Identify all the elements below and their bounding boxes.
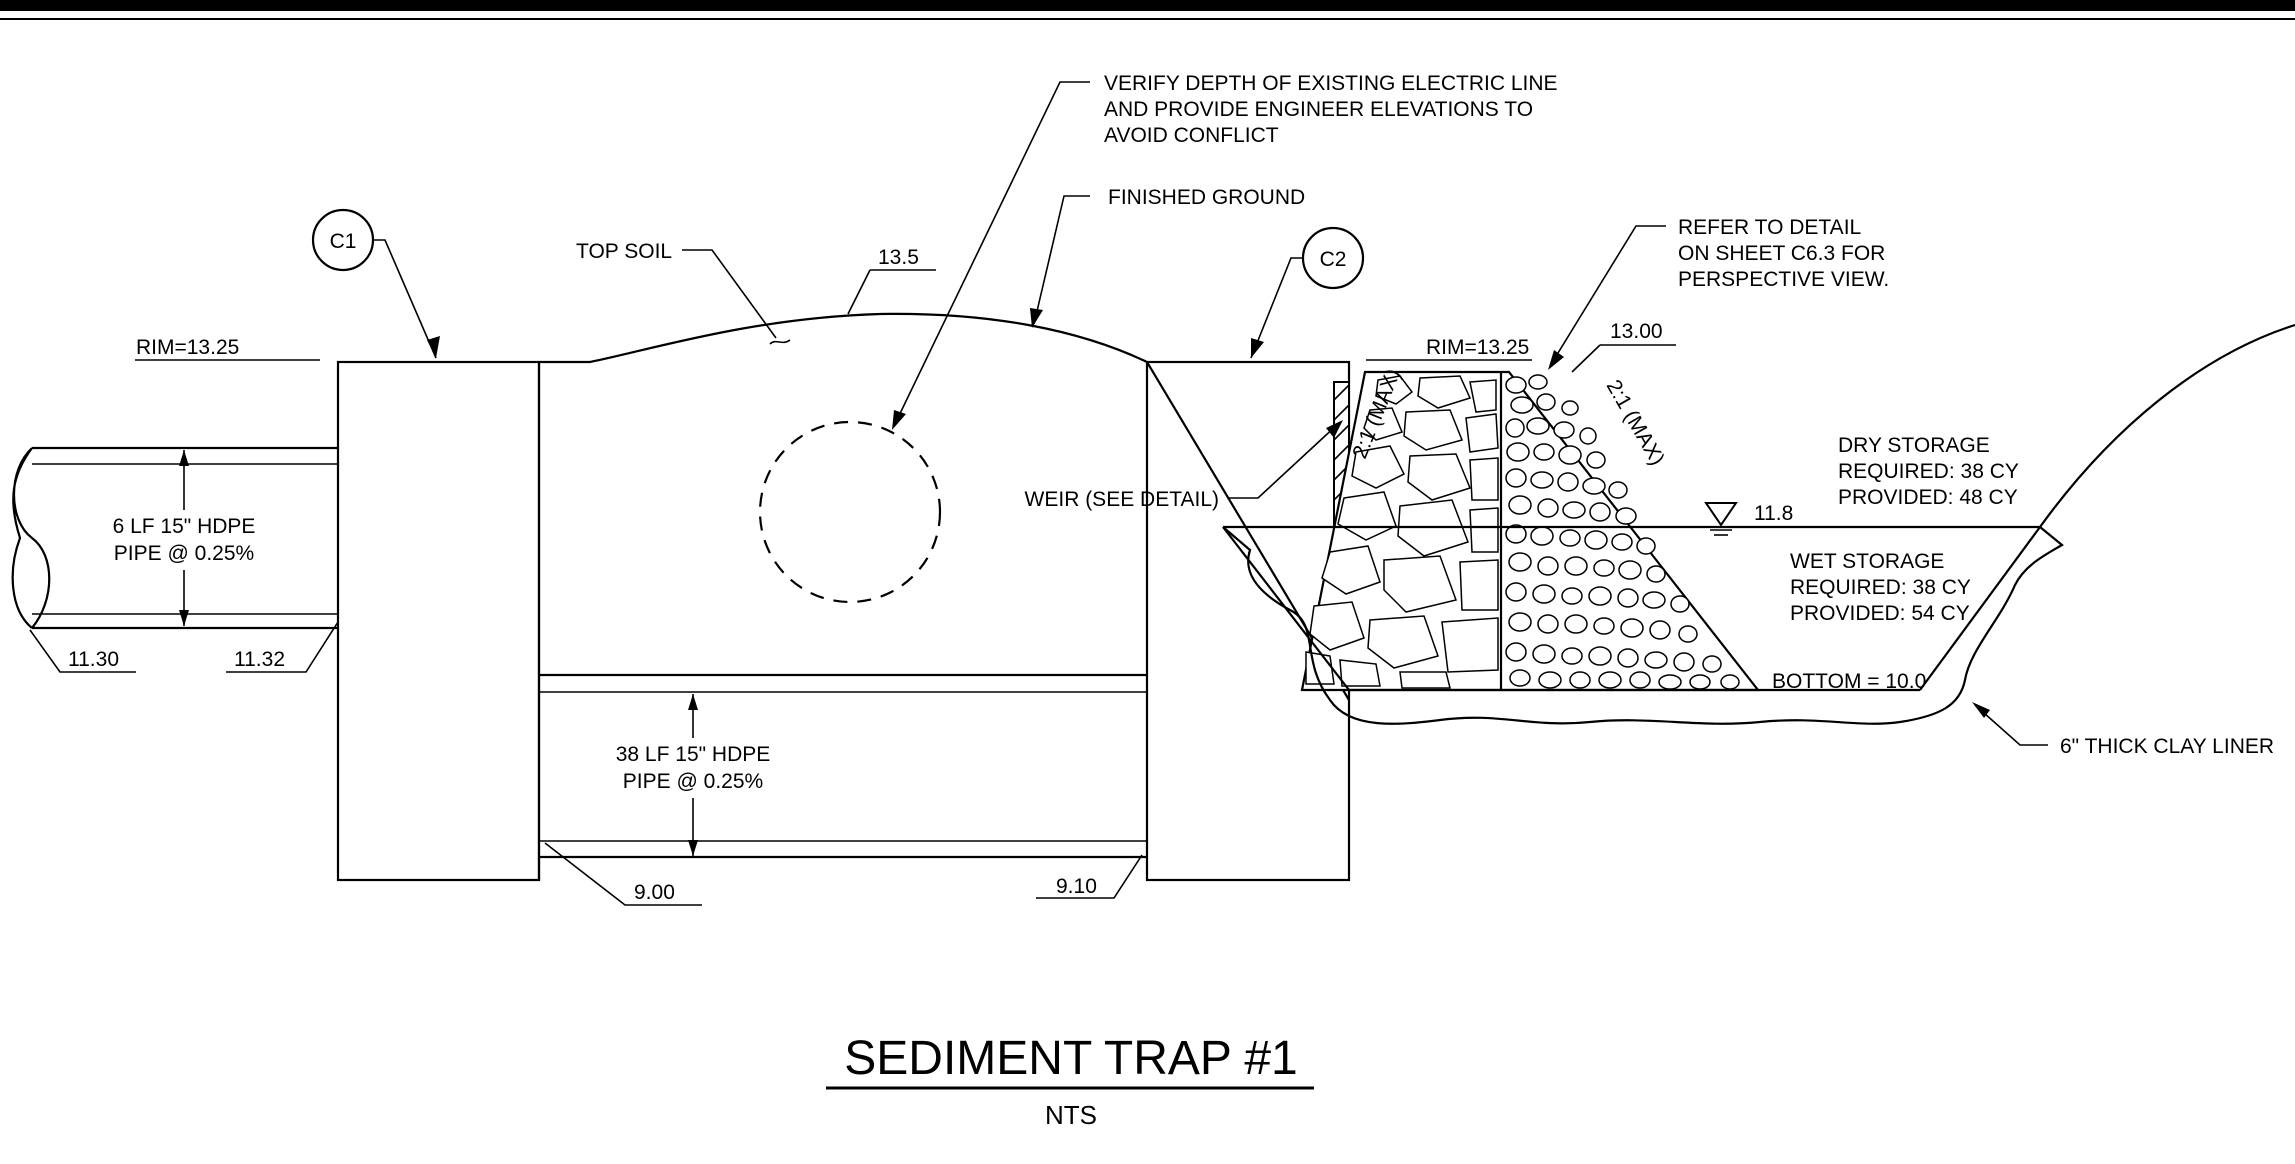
drawing-title: SEDIMENT TRAP #1 (844, 1032, 1298, 1085)
sheet-border-top (0, 0, 2295, 11)
callout-c1-label: C1 (330, 230, 357, 253)
wet-storage-1: WET STORAGE (1790, 550, 1944, 573)
hatch (1333, 424, 1350, 441)
pipe-main-label-1: 38 LF 15" HDPE (616, 743, 771, 766)
liner-leader (1974, 704, 2048, 746)
refer-note-2: ON SHEET C6.3 FOR (1678, 242, 1885, 265)
arrowhead (1326, 420, 1343, 438)
structure-c1 (336, 360, 541, 882)
rim-left-label: RIM=13.25 (136, 336, 239, 359)
arrowhead (1251, 338, 1264, 358)
finished-ground-label: FINISHED GROUND (1108, 186, 1305, 209)
arrowhead (688, 694, 698, 710)
wet-storage-3: PROVIDED: 54 CY (1790, 602, 1970, 625)
clay-liner (1222, 526, 2064, 725)
refer-note-1: REFER TO DETAIL (1678, 216, 1861, 239)
electric-note-2: AND PROVIDE ENGINEER ELEVATIONS TO (1104, 98, 1533, 121)
berm-top-elev: 13.00 (1610, 320, 1663, 343)
arrowhead (1030, 308, 1043, 328)
arrowhead (688, 840, 698, 856)
dry-storage-2: REQUIRED: 38 CY (1838, 460, 2019, 483)
ground-elev-leader (847, 269, 871, 315)
hatch (1333, 404, 1350, 421)
arrowhead (1972, 702, 1990, 718)
weir-leader (1228, 423, 1339, 499)
pipe-main-label-2: PIPE @ 0.25% (623, 770, 763, 793)
hatch (1333, 384, 1350, 401)
electric-note-leader (893, 81, 1090, 427)
electric-note-3: AVOID CONFLICT (1104, 124, 1279, 147)
arrowhead (892, 410, 906, 430)
finished-ground-curve (539, 312, 1148, 364)
weir-label: WEIR (SEE DETAIL) (1025, 488, 1219, 511)
water-level-symbol (1704, 502, 1738, 527)
berm-top-leader (1571, 344, 1601, 373)
basin-right-side (1919, 526, 2041, 691)
arrowhead (179, 610, 189, 626)
dry-storage-3: PROVIDED: 48 CY (1838, 486, 2018, 509)
invert-main-right: 9.10 (1056, 875, 1097, 898)
callout-c1-leader (373, 239, 437, 359)
arrowhead (1548, 350, 1564, 370)
inlet-pipe-break (11, 447, 51, 629)
arrowhead (179, 450, 189, 466)
pipe-in-label-1: 6 LF 15" HDPE (113, 515, 256, 538)
drawing-scale: NTS (1045, 1100, 1097, 1130)
callout-c2-label: C2 (1320, 248, 1347, 271)
top-soil-label: TOP SOIL (576, 240, 672, 263)
rim-right-label: RIM=13.25 (1426, 336, 1529, 359)
main-invert-left-leader (544, 842, 702, 906)
ground-elevation: 13.5 (878, 246, 919, 269)
callout-c2-leader (1250, 257, 1303, 359)
top-soil-leader (682, 249, 777, 339)
pipe-in-label-2: PIPE @ 0.25% (114, 542, 254, 565)
riprap-small (1505, 374, 1740, 690)
slope-right-label: 2:1 (MAX) (1602, 376, 1669, 469)
invert-main-left: 9.00 (634, 881, 675, 904)
main-invert-right-leader (1036, 854, 1143, 899)
invert-in-right: 11.32 (234, 648, 285, 671)
invert-left-leader (29, 629, 136, 673)
invert-right-leader (226, 621, 339, 673)
refer-note-3: PERSPECTIVE VIEW. (1678, 268, 1889, 291)
existing-electric-line (758, 420, 942, 604)
top-soil-mark (769, 339, 791, 345)
refer-leader (1549, 225, 1666, 367)
arrowhead (427, 336, 440, 358)
pipe-label-mask (100, 510, 268, 570)
water-elevation: 11.8 (1754, 502, 1793, 525)
liner-label: 6" THICK CLAY LINER (2060, 735, 2274, 758)
hatch (1333, 444, 1350, 461)
finished-ground-leader (1033, 195, 1090, 325)
invert-in-left: 11.30 (68, 648, 119, 671)
bottom-label: BOTTOM = 10.0 (1772, 670, 1926, 693)
dry-storage-1: DRY STORAGE (1838, 434, 1990, 457)
electric-note-1: VERIFY DEPTH OF EXISTING ELECTRIC LINE (1104, 72, 1558, 95)
pipe-label-mask (605, 738, 785, 798)
wet-storage-2: REQUIRED: 38 CY (1790, 576, 1971, 599)
finished-ground-right (2039, 323, 2295, 528)
